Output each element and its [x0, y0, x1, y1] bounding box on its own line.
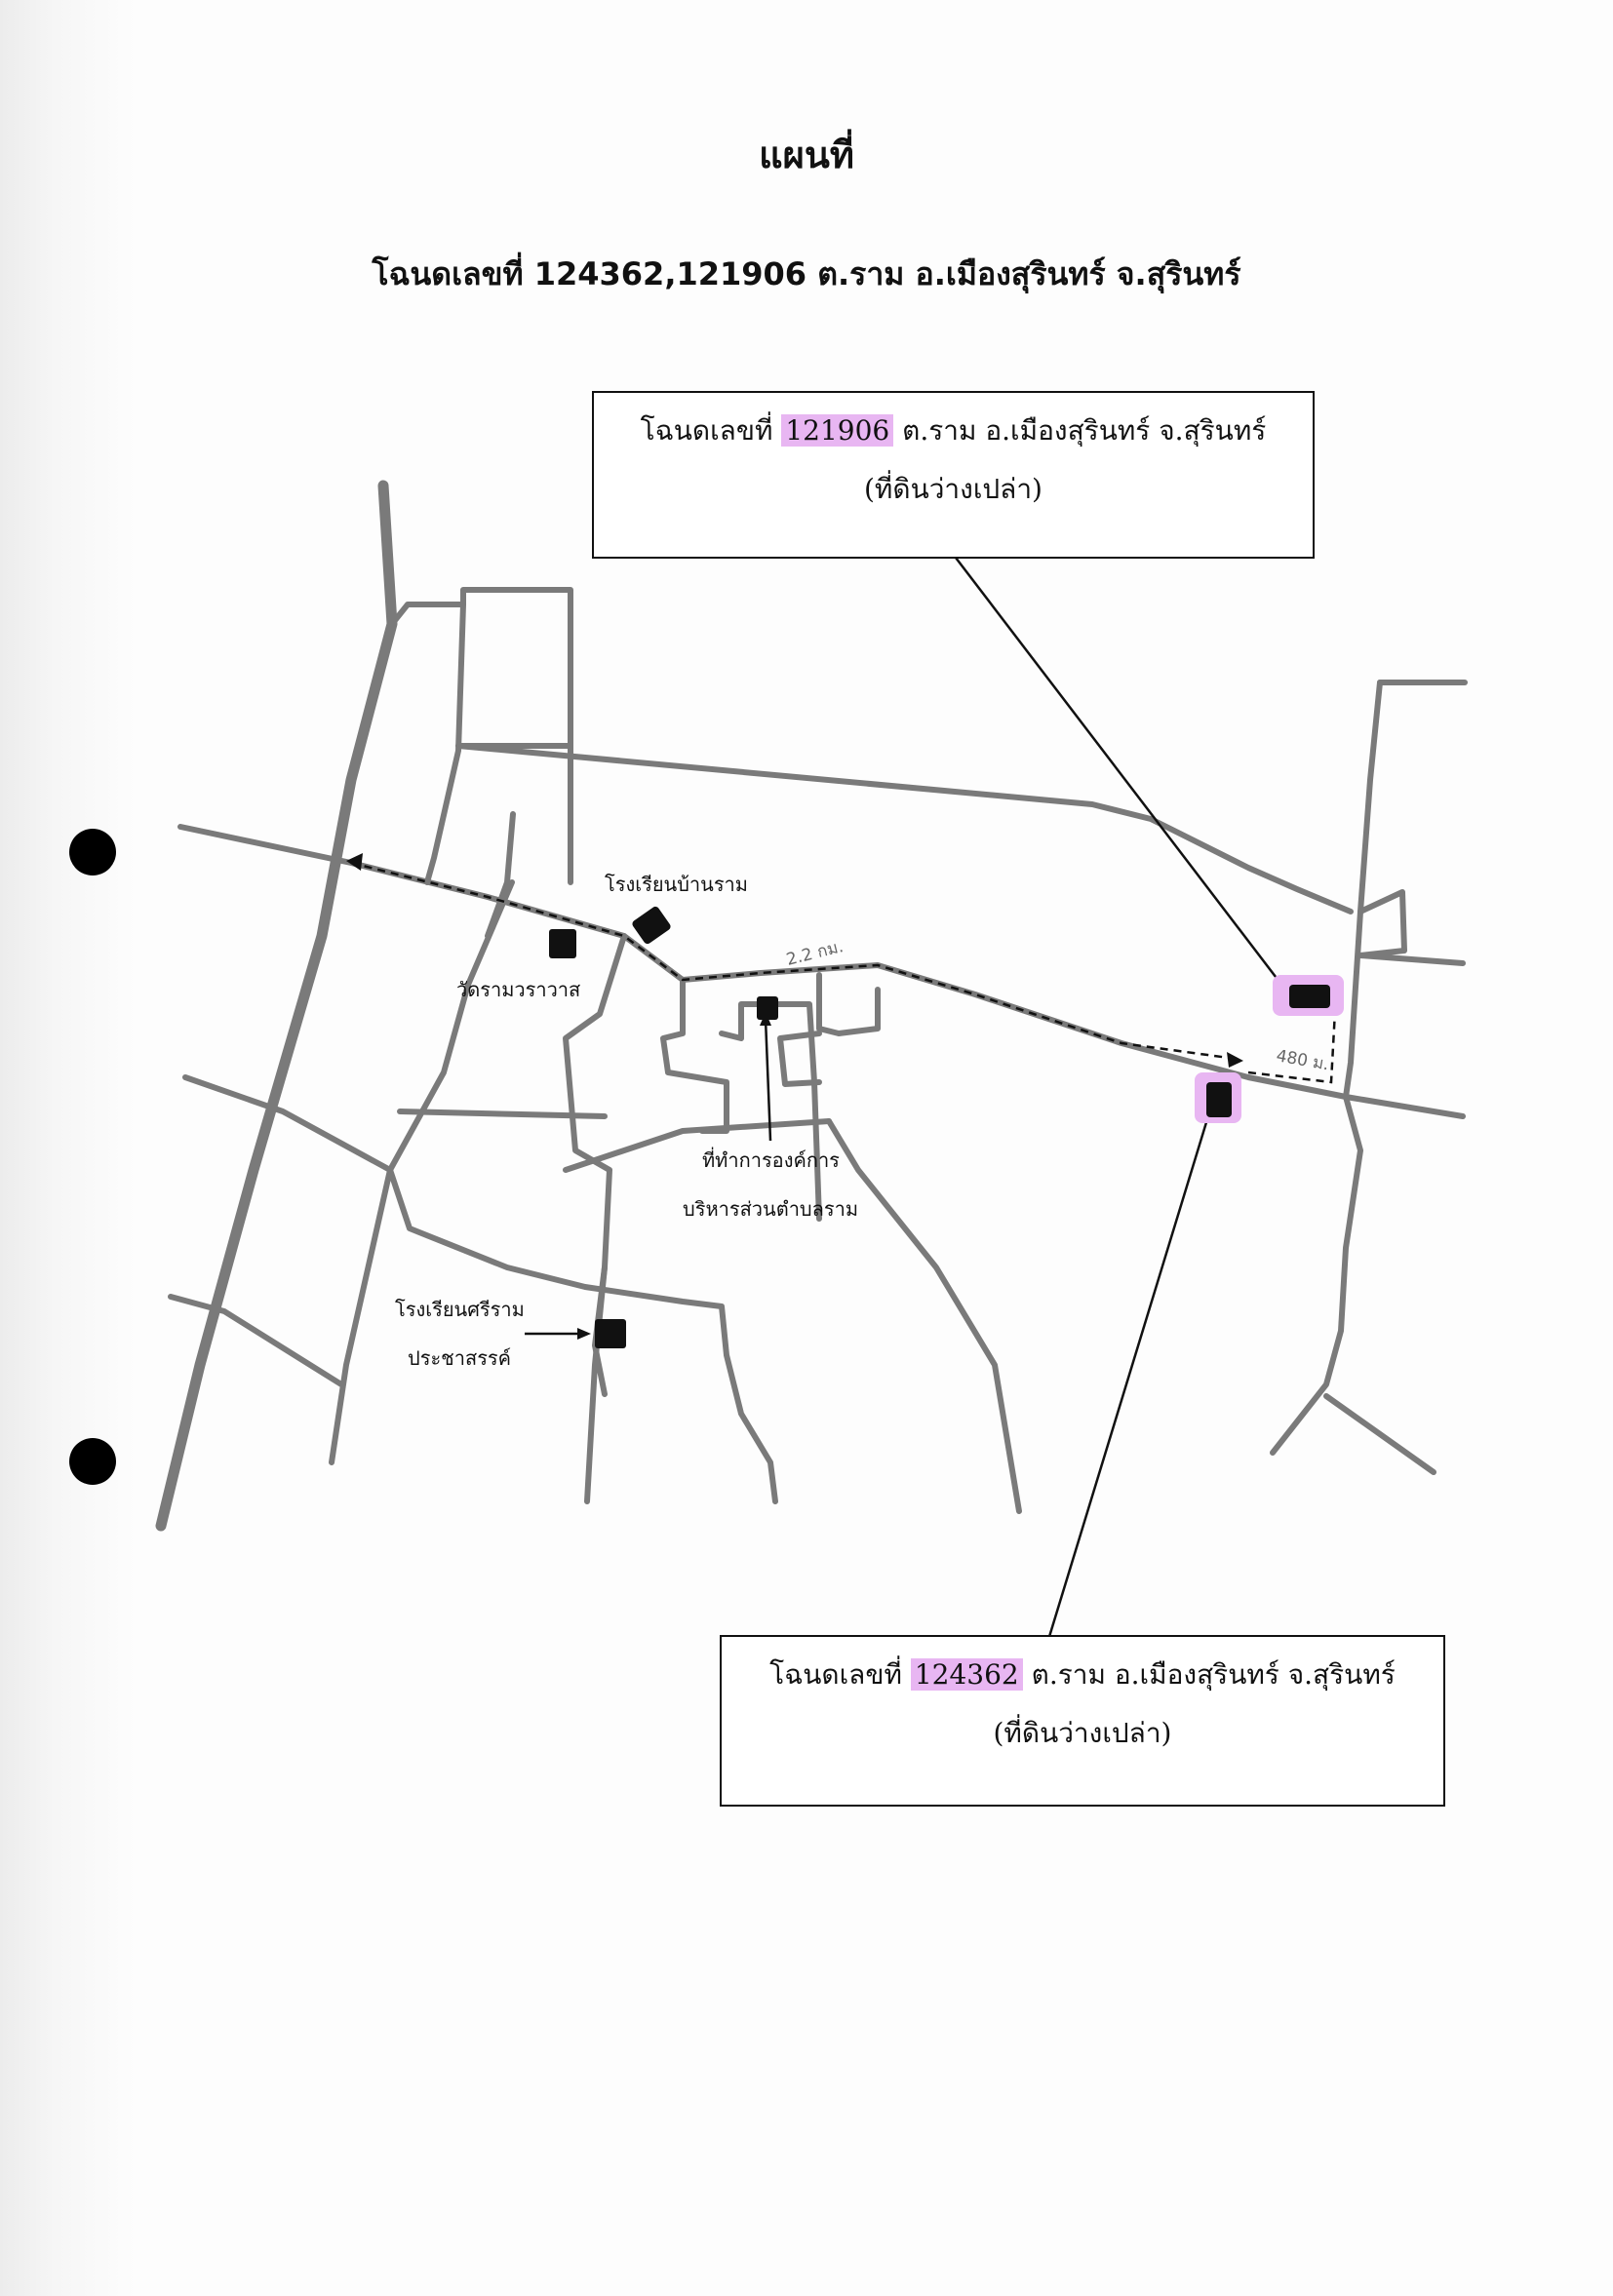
road: [1357, 889, 1466, 966]
leader-top-callout: [955, 557, 1286, 991]
road: [387, 1167, 778, 1504]
road: [168, 1294, 344, 1387]
page-title: แผนที่: [759, 134, 854, 176]
label-distance-main: 2.2 กม.: [784, 937, 845, 970]
arrow-west: [346, 853, 363, 871]
callout-deed-121906: โฉนดเลขที่ 121906 ต.ราม อ.เมืองสุรินทร์ …: [592, 391, 1315, 559]
label-sao-office-line1: ที่ทำการองค์การ: [702, 1147, 840, 1172]
road: [660, 977, 729, 1134]
callout-deed-124362: โฉนดเลขที่ 124362 ต.ราม อ.เมืองสุรินทร์ …: [720, 1635, 1445, 1807]
label-school-ban-ram: โรงเรียนบ้านราม: [605, 873, 748, 896]
road: [182, 1074, 393, 1173]
road: [826, 1118, 1022, 1514]
leader-bottom-callout: [1046, 1096, 1216, 1641]
road-highway-west: [155, 480, 398, 1532]
page-subtitle: โฉนดเลขที่ 124362,121906 ต.ราม อ.เมืองสุ…: [372, 255, 1241, 292]
marker-sao-office: [757, 996, 778, 1020]
route-lines: [350, 861, 1338, 1084]
road: [1323, 1393, 1436, 1475]
deed-location: ต.ราม อ.เมืองสุรินทร์ จ.สุรินทร์: [1031, 1658, 1396, 1691]
deed-prefix: โฉนดเลขที่: [769, 1658, 902, 1691]
road: [563, 933, 627, 1504]
arrow-sriram-school: [577, 1328, 591, 1340]
road: [455, 743, 573, 885]
marker-plot-121906: [1289, 985, 1330, 1008]
callout-line-1: โฉนดเลขที่ 121906 ต.ราม อ.เมืองสุรินทร์ …: [594, 414, 1313, 448]
marker-plot-124362: [1206, 1082, 1232, 1117]
marker-school-ban-ram: [632, 906, 671, 945]
arrow-east: [1227, 1052, 1243, 1068]
punch-hole-bottom: [69, 1438, 116, 1485]
callout-line-1: โฉนดเลขที่ 124362 ต.ราม อ.เมืองสุรินทร์ …: [722, 1658, 1443, 1692]
label-distance-spur: 480 ม.: [1275, 1046, 1330, 1074]
road-north: [455, 743, 1354, 915]
marker-school-sriram: [595, 1319, 626, 1348]
building-markers: [549, 906, 1330, 1348]
leader-lines: [525, 557, 1286, 1641]
road: [389, 587, 573, 754]
road: [563, 1118, 832, 1173]
label-sriram-line1: โรงเรียนศรีราม: [395, 1298, 525, 1321]
road: [329, 879, 515, 1465]
map-labels: โรงเรียนบ้านราม วัดรามวราวาส ที่ทำการองค…: [395, 873, 1330, 1370]
route-spur-dashed: [1247, 992, 1338, 1084]
route-main-dashed: [350, 861, 1230, 1060]
road: [485, 811, 516, 939]
label-sriram-line2: ประชาสรรค์: [408, 1346, 511, 1370]
callout-note: (ที่ดินว่างเปล่า): [993, 1716, 1172, 1749]
punch-hole-top: [69, 829, 116, 876]
road: [397, 1109, 608, 1119]
deed-location: ต.ราม อ.เมืองสุรินทร์ จ.สุรินทร์: [902, 414, 1267, 447]
road-east: [1270, 680, 1383, 1456]
leader-sao-office: [764, 1018, 772, 1142]
scan-edge-shadow: [0, 0, 137, 2296]
label-wat: วัดรามวราวาส: [456, 978, 580, 1001]
deed-number-highlight: 124362: [910, 1658, 1023, 1691]
marker-wat: [549, 929, 576, 958]
road: [777, 1031, 822, 1087]
deed-number-highlight: 121906: [781, 414, 894, 447]
road-network: [155, 480, 1468, 1532]
deed-prefix: โฉนดเลขที่: [640, 414, 773, 447]
callout-note: (ที่ดินว่างเปล่า): [864, 472, 1043, 505]
road: [424, 602, 466, 885]
label-sao-office-line2: บริหารส่วนตำบลราม: [683, 1197, 858, 1221]
road: [816, 972, 881, 1036]
